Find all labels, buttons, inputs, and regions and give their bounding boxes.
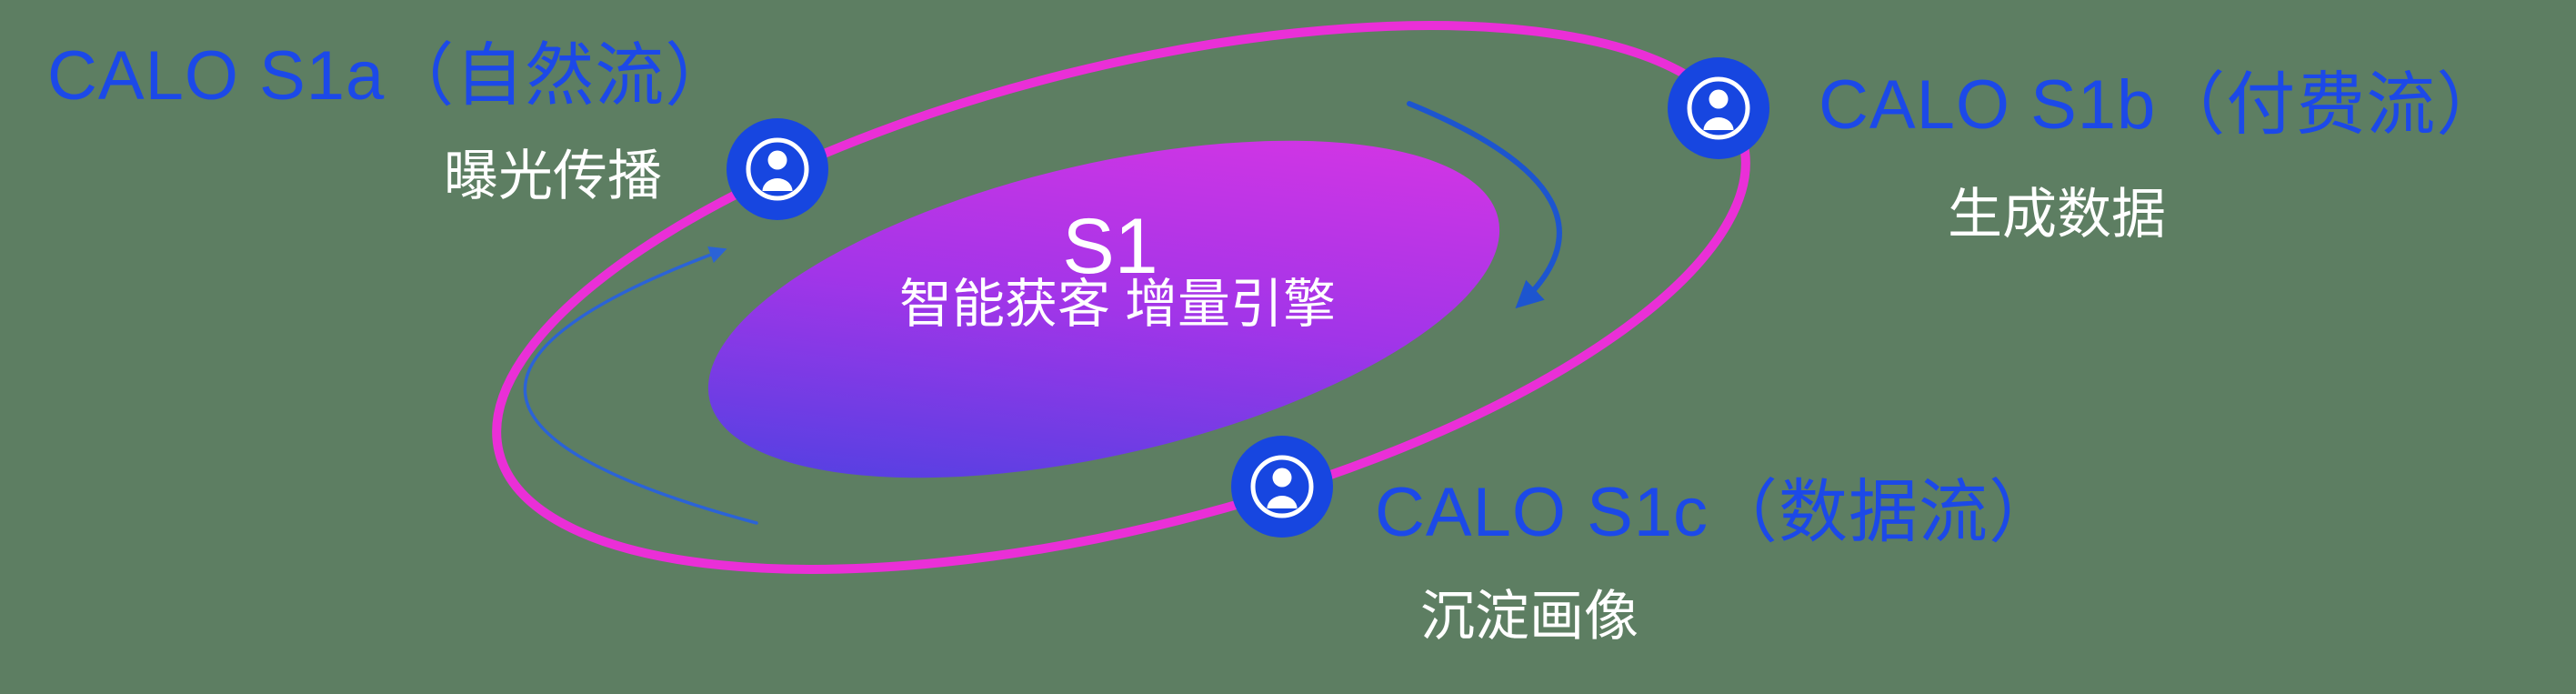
core-gradient-ellipse — [707, 140, 1500, 478]
node-s1a-label: CALO S1a（自然流） — [47, 37, 736, 115]
node-s1b-sublabel: 生成数据 — [1948, 184, 2166, 245]
core-subtitle: 智能获客 增量引擎 — [898, 275, 1337, 334]
core-title: S1 — [1062, 203, 1158, 290]
node-s1a-sublabel: 曝光传播 — [444, 146, 662, 206]
flow-arrow-left — [523, 246, 758, 525]
person-icon — [746, 137, 809, 201]
node-s1b-label: CALO S1b（付费流） — [1819, 66, 2507, 144]
flow-arrow-right — [1407, 101, 1562, 309]
orbit-node-s1a — [727, 118, 828, 220]
person-icon — [1250, 455, 1314, 518]
orbit-node-s1b — [1668, 57, 1769, 159]
node-s1c-label: CALO S1c（数据流） — [1375, 474, 2060, 551]
person-icon — [1687, 76, 1750, 140]
node-s1c-sublabel: 沉淀画像 — [1420, 586, 1639, 647]
orbit-node-s1c — [1231, 436, 1333, 538]
